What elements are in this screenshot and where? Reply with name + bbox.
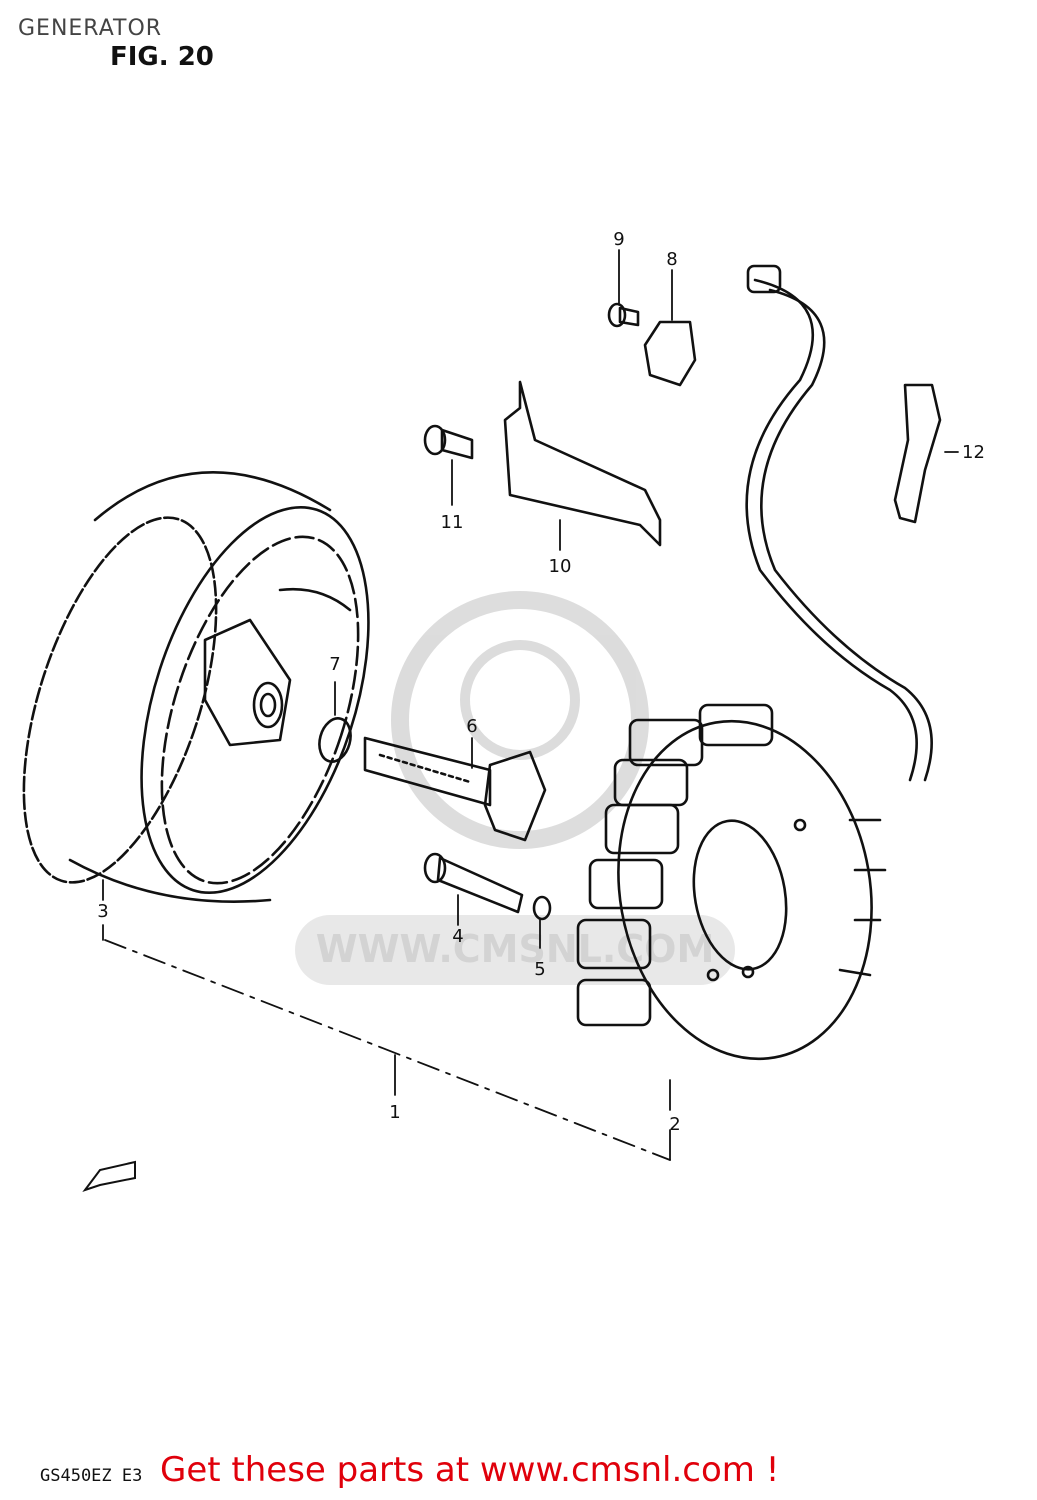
callout-2: 2 [669, 1114, 680, 1135]
callouts: 1 2 3 4 5 6 7 8 9 10 11 12 [97, 229, 985, 1135]
callout-5: 5 [534, 959, 545, 980]
stator [576, 703, 887, 1061]
page-title: GENERATOR [18, 16, 163, 41]
rotor-bolt [363, 736, 547, 842]
leader-lines [102, 249, 959, 1161]
lock-washer [532, 895, 552, 921]
front-arrow-icon [82, 1160, 136, 1192]
wire-clamp [643, 320, 697, 387]
callout-8: 8 [666, 249, 677, 270]
plate-screw [423, 424, 474, 460]
callout-3: 3 [97, 901, 108, 922]
callout-4: 4 [452, 926, 463, 947]
model-code: GS450EZ E3 [40, 1466, 143, 1486]
stator-screw [423, 852, 524, 914]
callout-12: 12 [962, 442, 985, 463]
callout-7: 7 [329, 654, 340, 675]
watermark-text: WWW.CMSNL.COM [316, 927, 715, 971]
rotor [22, 471, 370, 903]
callout-6: 6 [466, 716, 477, 737]
callout-10: 10 [549, 556, 572, 577]
figure-number: FIG. 20 [110, 42, 214, 72]
lead-wire [745, 264, 933, 782]
clamp-screw [607, 302, 640, 328]
washer [318, 717, 352, 763]
watermark: WWW.CMSNL.COM [295, 591, 735, 985]
wire-clamp-2 [893, 383, 942, 524]
callout-9: 9 [613, 229, 624, 250]
callout-1: 1 [389, 1102, 400, 1123]
cover-plate [503, 380, 662, 547]
buy-parts-link[interactable]: Get these parts at www.cmsnl.com ! [160, 1450, 780, 1490]
callout-11: 11 [441, 512, 464, 533]
